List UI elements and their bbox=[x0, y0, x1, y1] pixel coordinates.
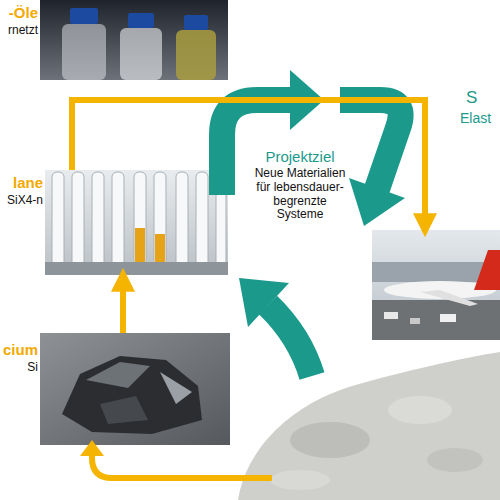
return-arrow bbox=[80, 440, 272, 478]
aircraft-photo bbox=[372, 230, 500, 340]
silicon-photo bbox=[40, 333, 230, 445]
node-heading: -Öle bbox=[0, 4, 38, 21]
node-heading: cium bbox=[0, 341, 38, 358]
node-subtext: Elast bbox=[460, 110, 500, 126]
goal-heading: Projektziel bbox=[240, 148, 360, 165]
node-heading: S bbox=[466, 88, 500, 108]
node-heading: lane bbox=[0, 174, 43, 191]
node-subtext: rnetzt bbox=[0, 24, 38, 38]
node-subtext: SiX4-n bbox=[0, 194, 43, 208]
bottles-photo bbox=[40, 0, 228, 80]
test-tubes-photo bbox=[45, 170, 228, 275]
oil-photo-box: -Ölernetzt bbox=[40, 0, 228, 80]
powder-photo bbox=[238, 352, 500, 500]
elastomer-photo-box: SElast bbox=[372, 230, 500, 340]
silane-photo-box: laneSiX4-n bbox=[45, 170, 228, 275]
teal-loop-arrows bbox=[222, 70, 405, 376]
flow-arrow bbox=[120, 275, 126, 333]
node-subtext: Si bbox=[0, 361, 38, 375]
silicon-photo-box: ciumSi bbox=[40, 333, 230, 445]
goal-text: Neue Materialien für lebensdauer- begren… bbox=[250, 167, 350, 222]
flow-arrow bbox=[72, 100, 425, 230]
